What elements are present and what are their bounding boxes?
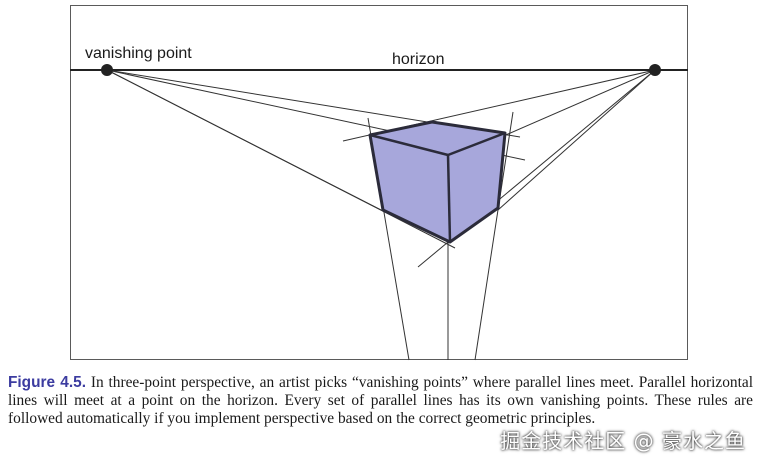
vanishing-point-label: vanishing point (85, 45, 192, 62)
caption-label: Figure 4.5. (8, 374, 86, 391)
figure-frame (70, 5, 688, 360)
caption-text: In three-point perspective, an artist pi… (8, 374, 753, 428)
watermark: 掘金技术社区 @ 豪水之鱼 (500, 429, 746, 453)
horizon-label: horizon (392, 51, 444, 68)
right-vanishing-point (649, 64, 661, 76)
cube (368, 120, 507, 244)
cube-inner-edges (369, 131, 506, 243)
left-vanishing-point (101, 64, 113, 76)
figure-caption: Figure 4.5. In three-point perspective, … (8, 374, 753, 429)
